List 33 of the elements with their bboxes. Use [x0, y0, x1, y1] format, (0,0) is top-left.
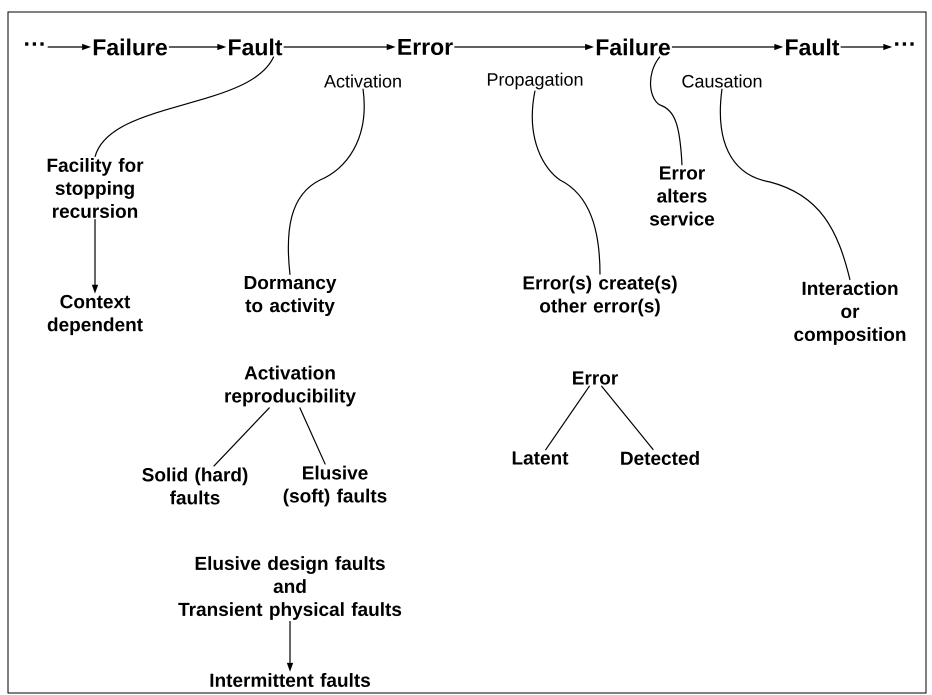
- concept-text: Error: [573, 371, 618, 385]
- concept-text: Solid (hard) faults: [142, 468, 248, 504]
- concept-text: Latent: [512, 451, 568, 465]
- chain-term: Error: [398, 38, 453, 56]
- concept-text: Context dependent: [48, 294, 143, 336]
- leader-line: [720, 88, 851, 280]
- concept-text: Elusive (soft) faults: [284, 466, 386, 506]
- concept-text: Error(s) create(s) other error(s): [524, 276, 677, 316]
- leader-line: [650, 56, 683, 166]
- chain-term: ···: [25, 42, 44, 46]
- connector-line: [544, 385, 590, 450]
- connector-line: [213, 407, 270, 467]
- chain-term: Fault: [786, 38, 840, 56]
- leader-line: [532, 90, 601, 274]
- concept-text: Error alters service: [650, 166, 714, 226]
- concept-text: Interaction or composition: [794, 281, 906, 345]
- chain-term: ···: [895, 42, 914, 46]
- chain-term: Failure: [596, 38, 670, 56]
- concept-text: Dormancy to activity: [244, 276, 336, 316]
- transition-label: Activation: [324, 74, 401, 88]
- concept-text: Facility for stopping recursion: [48, 158, 144, 218]
- transition-label: Causation: [682, 74, 762, 88]
- connector-line: [299, 407, 326, 465]
- transition-label: Propagation: [488, 72, 582, 90]
- chain-term: Failure: [94, 38, 167, 56]
- leader-line: [94, 56, 274, 158]
- concept-text: Activation reproducibility: [225, 366, 356, 406]
- leader-line: [288, 88, 365, 275]
- concept-text: Intermittent faults: [210, 673, 370, 687]
- concept-text: Detected: [621, 451, 699, 465]
- connector-line: [600, 385, 654, 450]
- concept-text: Elusive design faults and Transient physical faults: [178, 556, 402, 620]
- chain-term: Fault: [229, 38, 282, 56]
